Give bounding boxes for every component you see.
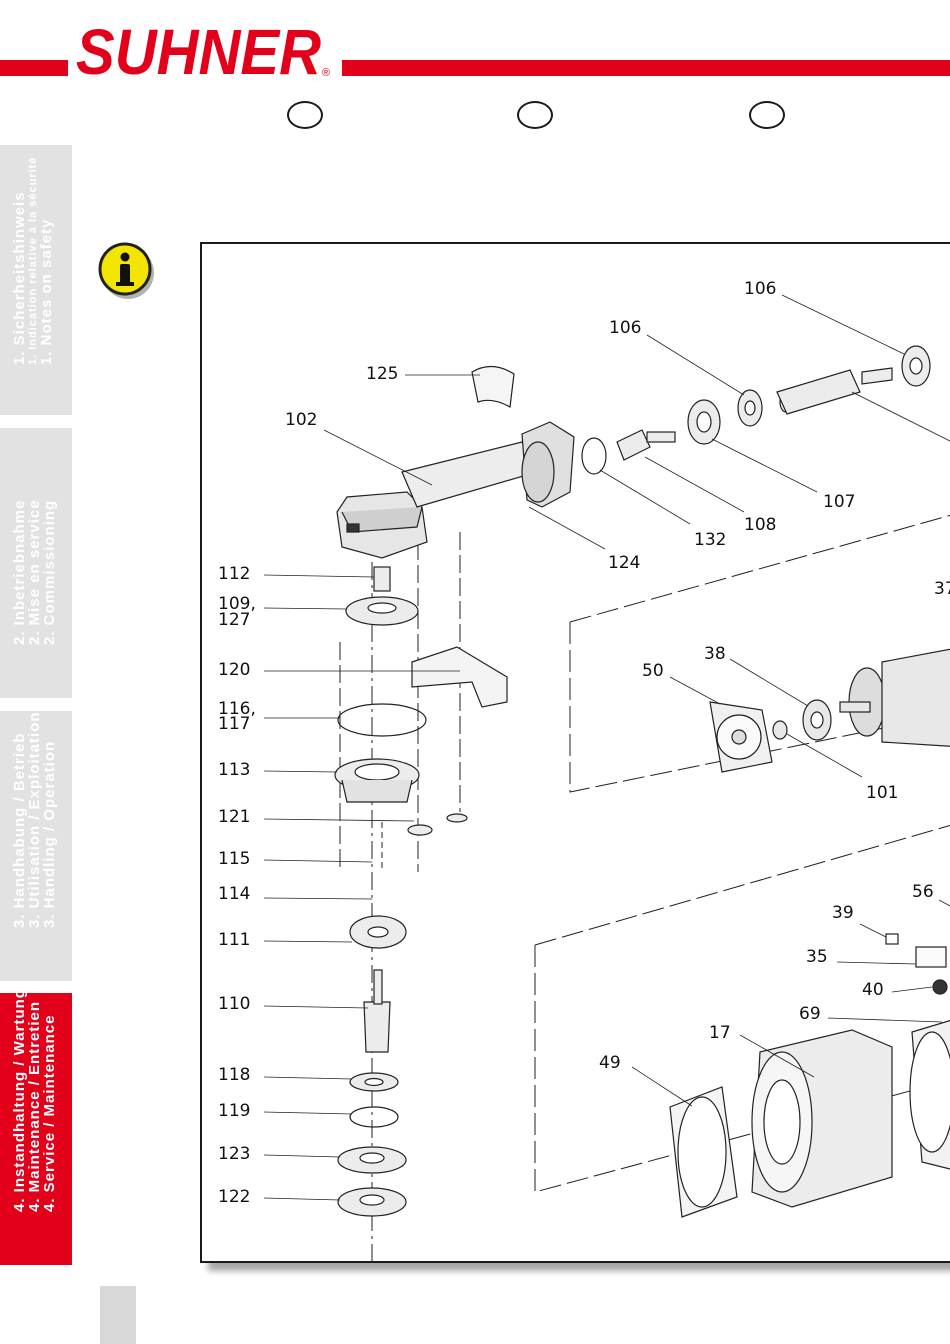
header-circle-3	[749, 101, 785, 129]
callout-110: 110	[218, 994, 250, 1014]
callout-114: 114	[218, 884, 250, 904]
header-red-bar-right	[342, 60, 950, 76]
callout-132: 132	[694, 530, 726, 550]
callout-124: 124	[608, 553, 640, 573]
callout-37: 37	[934, 579, 950, 599]
callout-113: 113	[218, 760, 250, 780]
tab-safety-line-en: 1. Notes on safety	[38, 218, 55, 365]
callout-112: 112	[218, 564, 250, 584]
tab-operation[interactable]: 3. Handhabung / Betrieb 3. Utilisation /…	[0, 711, 72, 981]
callout-115: 115	[218, 849, 250, 869]
brand-name: SUHNER	[76, 18, 321, 80]
callout-109: 109,	[218, 594, 256, 614]
tab-maintenance-line-fr: 4. Maintenance / Entretien	[26, 1000, 43, 1212]
tab-maintenance-line-en: 4. Service / Maintenance	[41, 1014, 58, 1212]
tab-commissioning-line-fr: 2. Mise en service	[26, 499, 43, 645]
callout-116: 116,	[218, 699, 256, 719]
callout-127: 127	[218, 610, 250, 630]
page-footer-tab	[100, 1286, 136, 1344]
tab-safety[interactable]: 1. Sicherheitshinweis 1. Indication rela…	[0, 145, 72, 415]
callout-125: 125	[366, 364, 398, 384]
callout-118: 118	[218, 1065, 250, 1085]
callout-40: 40	[862, 980, 884, 1000]
callout-123: 123	[218, 1144, 250, 1164]
tab-commissioning-line-en: 2. Commissioning	[41, 499, 58, 645]
tab-commissioning-line-de: 2. Inbetriebnahme	[11, 499, 28, 645]
callout-117: 117	[218, 714, 250, 734]
callout-122: 122	[218, 1187, 250, 1207]
registered-mark: ®	[322, 67, 330, 79]
callout-102: 102	[285, 410, 317, 430]
callout-35: 35	[806, 947, 828, 967]
header-red-bar-left	[0, 60, 68, 76]
callout-108: 108	[744, 515, 776, 535]
callout-49: 49	[599, 1053, 621, 1073]
tab-operation-line-en: 3. Handling / Operation	[41, 740, 58, 928]
callout-69: 69	[799, 1004, 821, 1024]
tab-maintenance[interactable]: 4. Instandhaltung / Wartung 4. Maintenan…	[0, 993, 72, 1265]
tab-safety-line-de: 1. Sicherheitshinweis	[11, 191, 28, 365]
callout-119: 119	[218, 1101, 250, 1121]
suhner-logo: SUHNER ®	[76, 18, 330, 80]
exploded-view-frame: 106 106 125 102 107 108 132 124 37 112 1…	[200, 242, 950, 1263]
exploded-parts-diagram: 106 106 125 102 107 108 132 124 37 112 1…	[218, 279, 950, 1262]
callout-106a: 106	[744, 279, 776, 299]
callout-106b: 106	[609, 318, 641, 338]
info-icon	[98, 242, 154, 299]
callout-38: 38	[704, 644, 726, 664]
callout-39: 39	[832, 903, 854, 923]
callout-101: 101	[866, 783, 898, 803]
callout-56: 56	[912, 882, 934, 902]
callout-107: 107	[823, 492, 855, 512]
tab-maintenance-line-de: 4. Instandhaltung / Wartung	[11, 993, 28, 1212]
tab-commissioning[interactable]: 2. Inbetriebnahme 2. Mise en service 2. …	[0, 428, 72, 698]
callout-120: 120	[218, 660, 250, 680]
header-circle-2	[517, 101, 553, 129]
callout-121: 121	[218, 807, 250, 827]
tab-operation-line-fr: 3. Utilisation / Exploitation	[26, 711, 43, 928]
callout-111: 111	[218, 930, 250, 950]
header-circle-1	[287, 101, 323, 129]
tab-operation-line-de: 3. Handhabung / Betrieb	[11, 732, 28, 928]
callout-17: 17	[709, 1023, 731, 1043]
callout-50: 50	[642, 661, 664, 681]
